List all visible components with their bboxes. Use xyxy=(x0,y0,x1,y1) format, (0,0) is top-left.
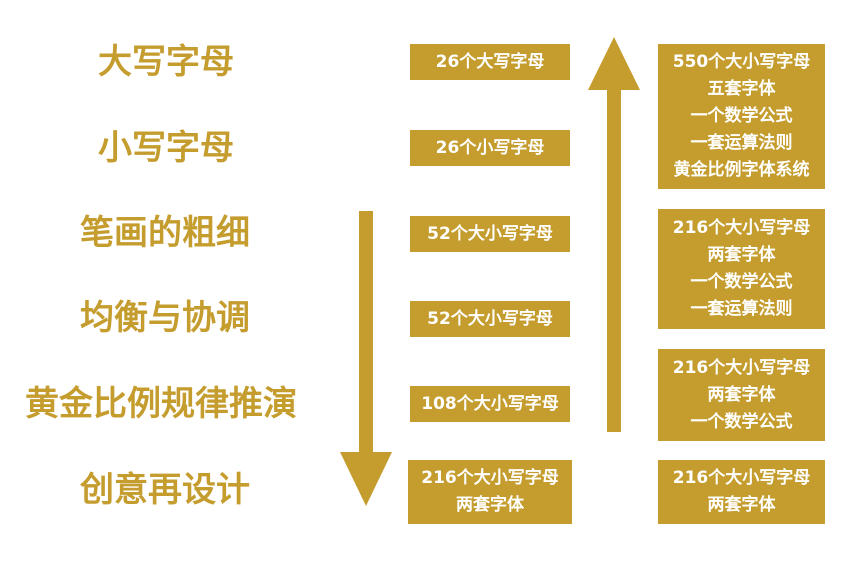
right-box-2-line-3: 一个数学公式 xyxy=(690,272,793,292)
right-box-2-line-2: 两套字体 xyxy=(707,245,776,265)
middle-box-5: 108个大小写字母 xyxy=(410,386,570,422)
right-box-1-line-4: 一套运算法则 xyxy=(690,133,793,153)
middle-box-6: 216个大小写字母 两套字体 xyxy=(408,460,572,524)
right-box-3-line-1: 216个大小写字母 xyxy=(672,357,811,378)
right-box-1-line-3: 一个数学公式 xyxy=(690,106,793,126)
middle-box-3: 52个大小写字母 xyxy=(410,216,570,252)
middle-box-4-line-1: 52个大小写字母 xyxy=(427,308,553,329)
middle-box-1: 26个大写字母 xyxy=(410,44,570,80)
stage-label-uppercase: 大写字母 xyxy=(98,42,234,82)
stage-label-lowercase: 小写字母 xyxy=(98,128,234,168)
middle-box-6-line-1: 216个大小写字母 xyxy=(421,468,559,488)
stage-label-stroke-weight: 笔画的粗细 xyxy=(80,213,250,253)
middle-box-2: 26个小写字母 xyxy=(410,130,570,166)
right-box-4: 216个大小写字母 两套字体 xyxy=(658,460,825,524)
right-box-1-line-5: 黄金比例字体系统 xyxy=(673,160,810,180)
right-box-2-line-1: 216个大小写字母 xyxy=(672,218,811,238)
right-box-1-line-1: 550个大小写字母 xyxy=(672,52,811,72)
middle-box-6-line-2: 两套字体 xyxy=(456,495,524,515)
middle-box-1-line-1: 26个大写字母 xyxy=(435,51,545,72)
right-box-3-line-2: 两套字体 xyxy=(707,384,776,405)
right-box-4-line-1: 216个大小写字母 xyxy=(672,468,811,488)
right-box-2: 216个大小写字母 两套字体 一个数学公式 一套运算法则 xyxy=(658,209,825,329)
right-box-4-line-2: 两套字体 xyxy=(707,495,776,515)
right-box-3-line-3: 一个数学公式 xyxy=(690,411,793,432)
middle-box-2-line-1: 26个小写字母 xyxy=(435,137,545,158)
right-box-1: 550个大小写字母 五套字体 一个数学公式 一套运算法则 黄金比例字体系统 xyxy=(658,44,825,189)
right-box-1-line-2: 五套字体 xyxy=(707,79,776,99)
middle-box-3-line-1: 52个大小写字母 xyxy=(427,223,553,244)
stage-label-redesign: 创意再设计 xyxy=(80,470,250,510)
stage-label-golden-ratio: 黄金比例规律推演 xyxy=(25,384,297,424)
right-box-2-line-4: 一套运算法则 xyxy=(690,299,793,319)
stage-label-balance: 均衡与协调 xyxy=(80,298,250,338)
middle-box-4: 52个大小写字母 xyxy=(410,301,570,337)
right-box-3: 216个大小写字母 两套字体 一个数学公式 xyxy=(658,349,825,441)
middle-box-5-line-1: 108个大小写字母 xyxy=(421,393,559,414)
